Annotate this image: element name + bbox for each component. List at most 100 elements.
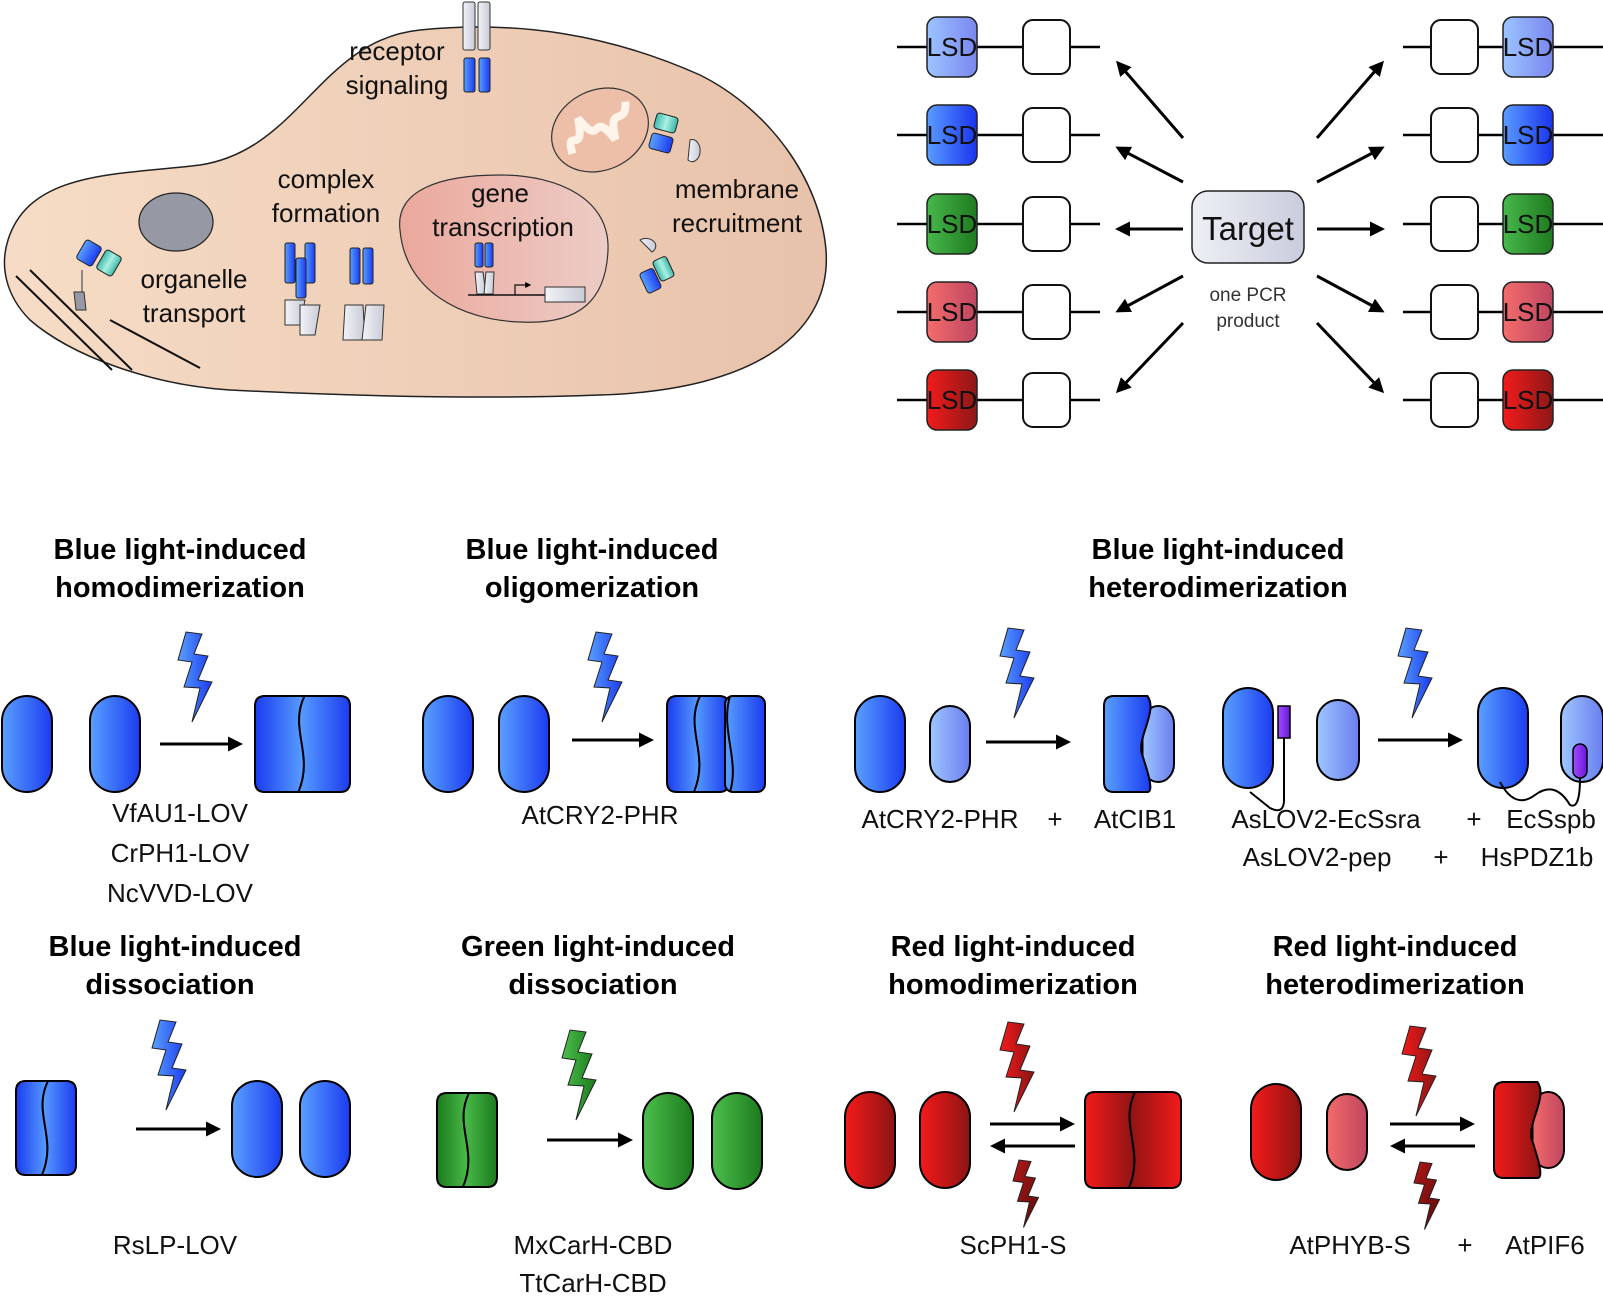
mechanism-panels: Blue light-inducedhomodimerizationVfAU1-…: [1, 534, 1603, 1298]
lsd-label: LSD: [1503, 120, 1554, 150]
protein-name-b: AtPIF6: [1505, 1230, 1584, 1260]
protein-monomer: [929, 705, 971, 783]
target-domain: [1022, 196, 1071, 252]
label-receptor-line1: receptor: [349, 36, 445, 66]
heterodimer: [1493, 1081, 1565, 1179]
lsd-label: LSD: [1503, 385, 1554, 415]
construct-right-blue: LSD: [1403, 104, 1603, 166]
protein-monomer: [642, 1092, 694, 1190]
panel-title-line1: Blue light-induced: [466, 534, 719, 566]
arrow-right: [1315, 60, 1384, 139]
label-gene-line1: gene: [471, 178, 529, 208]
protein-monomer: [498, 695, 550, 793]
protein-oligomer: [666, 695, 766, 793]
arrow-left: [1116, 60, 1185, 139]
lightning-bolt-icon: [999, 1021, 1035, 1113]
microtubule: [29, 269, 133, 371]
target-domain: [1430, 372, 1479, 428]
gene-box: [544, 286, 586, 303]
construct-left-light-red: LSD: [897, 281, 1100, 343]
panel-blue-oligomerization: Blue light-inducedoligomerizationAtCRY2-…: [422, 534, 766, 830]
protein-monomer: [844, 1091, 896, 1189]
protein-monomer: [299, 1080, 351, 1178]
protein-dimer: [666, 695, 730, 793]
mito-anchored-protein: [648, 112, 701, 163]
protein-monomer: [231, 1080, 283, 1178]
lsd-domain: [926, 369, 978, 431]
arrow-left: [1115, 274, 1184, 313]
target-domain: [1022, 107, 1071, 163]
target-domain: [1430, 196, 1479, 252]
lightning-bolt-icon: [151, 1019, 187, 1111]
construct-right-light-red: LSD: [1403, 281, 1603, 343]
protein-name: CrPH1-LOV: [111, 838, 250, 868]
panel-title-line2: heterodimerization: [1088, 572, 1347, 604]
label-membrane-line2: recruitment: [672, 208, 803, 238]
panel-title-line2: homodimerization: [888, 969, 1138, 1001]
panel-red-heterodimerization: Red light-inducedheterodimerizationAtPHY…: [1250, 931, 1585, 1260]
lsd-label: LSD: [1503, 32, 1554, 62]
organelle-vesicle: [138, 192, 214, 252]
arrow-left: [1115, 146, 1184, 184]
protein-monomer: [1477, 687, 1529, 789]
linker: [1249, 738, 1285, 812]
panel-title-line2: heterodimerization: [1265, 969, 1524, 1001]
panel-title-line2: homodimerization: [55, 572, 305, 604]
microtubule: [15, 275, 113, 371]
panel-title-line2: dissociation: [508, 969, 677, 1001]
lightning-bolt-reverse-icon: [1012, 1159, 1040, 1228]
lightning-bolt-icon: [1401, 1025, 1437, 1117]
panel-blue-heterodimerization: Blue light-inducedheterodimerizationAtCR…: [854, 534, 1603, 872]
lsd-domain: [1502, 104, 1554, 166]
protein-monomer: [1316, 699, 1360, 781]
target-label: Target: [1202, 210, 1294, 247]
label-receptor-line2: signaling: [346, 70, 449, 100]
lsd-domain: [926, 193, 978, 255]
target-domain: [1430, 284, 1479, 340]
lightning-bolt-icon: [561, 1029, 597, 1121]
lightning-bolt-icon: [587, 631, 623, 723]
panel-title-line1: Blue light-induced: [49, 931, 302, 963]
protein-monomer: [1326, 1093, 1368, 1171]
protein-name-b: EcSspb: [1506, 804, 1596, 834]
construct-left-blue: LSD: [897, 104, 1100, 166]
protein-monomer: [1560, 695, 1603, 783]
protein-name: RsLP-LOV: [113, 1230, 238, 1260]
panel-blue-homodimerization: Blue light-inducedhomodimerizationVfAU1-…: [1, 534, 351, 908]
motor-protein: [73, 239, 122, 311]
cell-panel: receptor signaling complex formation gen…: [3, 1, 828, 398]
arrow-left: [1115, 321, 1185, 394]
peptide-tag: [1277, 705, 1291, 739]
lsd-label: LSD: [927, 32, 978, 62]
mitochondrion: [551, 87, 649, 173]
construct-right-light-blue: LSD: [1403, 16, 1603, 78]
lsd-domain: [1502, 193, 1554, 255]
arrow-right: [1316, 274, 1385, 313]
label-gene-line2: transcription: [432, 212, 574, 242]
plus-sign: +: [1466, 804, 1481, 834]
panel-green-dissociation: Green light-induceddissociationMxCarH-CB…: [436, 931, 763, 1298]
lsd-label: LSD: [1503, 297, 1554, 327]
target-domain: [1022, 19, 1071, 75]
membrane-recruit-protein: [639, 237, 675, 294]
protein-name-b: HsPDZ1b: [1481, 842, 1594, 872]
label-complex-line1: complex: [278, 164, 375, 194]
panel-title-line2: dissociation: [85, 969, 254, 1001]
lsd-label: LSD: [1503, 209, 1554, 239]
lightning-bolt-icon: [1397, 627, 1433, 719]
protein-monomer: [1, 695, 53, 793]
nucleus: [399, 174, 609, 323]
protein-name: NcVVD-LOV: [107, 878, 254, 908]
target-box: [1191, 190, 1305, 264]
panel-title-line1: Red light-induced: [891, 931, 1136, 963]
protein-name: MxCarH-CBD: [514, 1230, 673, 1260]
protein-name-a: AtCRY2-PHR: [861, 804, 1018, 834]
construct-left-light-blue: LSD: [897, 16, 1100, 78]
lsd-label: LSD: [927, 120, 978, 150]
plus-sign: +: [1047, 804, 1062, 834]
receptor-protein: [462, 1, 491, 93]
plus-sign: +: [1433, 842, 1448, 872]
